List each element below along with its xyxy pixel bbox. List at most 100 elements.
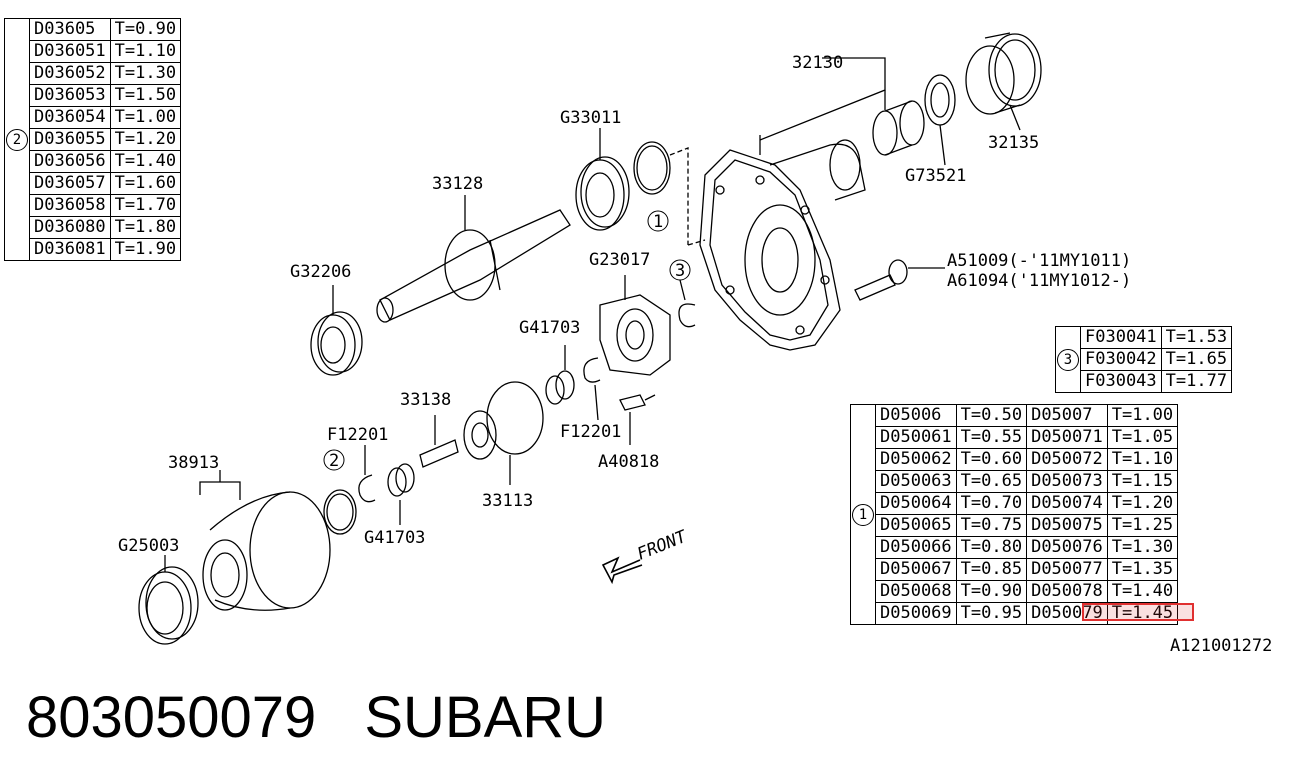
thickness-cell: T=1.20 xyxy=(109,128,182,151)
part-code-cell: D036081 xyxy=(29,238,111,261)
thickness-cell: T=1.40 xyxy=(109,150,182,173)
thickness-cell: T=1.90 xyxy=(109,238,182,261)
part-code-cell: D050065 xyxy=(875,514,957,537)
part-code-cell: D036055 xyxy=(29,128,111,151)
label-32130: 32130 xyxy=(792,53,843,73)
thickness-cell: T=1.35 xyxy=(1106,558,1179,581)
label-33113: 33113 xyxy=(482,491,533,511)
label-A61094: A61094('11MY1012-) xyxy=(947,271,1131,291)
part-number: 803050079 xyxy=(26,685,317,750)
thickness-cell: T=1.25 xyxy=(1106,514,1179,537)
part-code-cell: D05006 xyxy=(875,404,957,427)
thickness-cell: T=1.30 xyxy=(1106,536,1179,559)
part-code-cell: D036054 xyxy=(29,106,111,129)
part-G32206-bearing xyxy=(310,311,363,376)
part-G25003-seal xyxy=(138,566,199,645)
part-code-cell: D036056 xyxy=(29,150,111,173)
part-code-cell: D036051 xyxy=(29,40,111,63)
label-38913: 38913 xyxy=(168,453,219,473)
table-key: 1 xyxy=(850,404,876,625)
part-38913-differential xyxy=(202,491,331,611)
part-code-cell: F030042 xyxy=(1080,348,1162,371)
part-code-cell: D036057 xyxy=(29,172,111,195)
part-code-cell: D050077 xyxy=(1026,558,1108,581)
part-code-cell: D036052 xyxy=(29,62,111,85)
label-F12201-upper: F12201 xyxy=(327,425,388,445)
front-label: FRONT xyxy=(634,526,691,564)
thickness-cell: T=1.40 xyxy=(1106,580,1179,603)
part-code-cell: D050066 xyxy=(875,536,957,559)
callout-1: 1 xyxy=(653,212,663,232)
part-33128-shaft xyxy=(376,209,571,323)
label-A51009: A51009(-'11MY1011) xyxy=(947,251,1131,271)
thickness-cell: T=0.95 xyxy=(955,602,1028,625)
thickness-cell: T=1.10 xyxy=(109,40,182,63)
part-code-cell: D050064 xyxy=(875,492,957,515)
thickness-cell: T=1.00 xyxy=(1106,404,1179,427)
thickness-cell: T=0.55 xyxy=(955,426,1028,449)
label-A40818: A40818 xyxy=(598,452,659,472)
circled-number-icon: 2 xyxy=(6,128,28,151)
part-code-cell: D036053 xyxy=(29,84,111,107)
label-F12201-lower: F12201 xyxy=(560,422,621,442)
part-33113-gear xyxy=(463,381,544,460)
label-G33011: G33011 xyxy=(560,108,621,128)
thickness-cell: T=0.60 xyxy=(955,448,1028,471)
part-code-cell: F030043 xyxy=(1080,370,1162,393)
drawing-id: A121001272 xyxy=(1170,636,1273,656)
label-G23017: G23017 xyxy=(589,250,650,270)
part-bushing xyxy=(872,100,925,156)
thickness-cell: T=0.85 xyxy=(955,558,1028,581)
thickness-cell: T=0.75 xyxy=(955,514,1028,537)
thickness-cell: T=1.60 xyxy=(109,172,182,195)
thickness-cell: T=1.05 xyxy=(1106,426,1179,449)
label-G41703-upper: G41703 xyxy=(519,318,580,338)
part-code-cell: D050075 xyxy=(1026,514,1108,537)
part-code-cell: D050076 xyxy=(1026,536,1108,559)
part-code-cell: D050061 xyxy=(875,426,957,449)
highlight-box xyxy=(1082,603,1194,621)
part-code-cell: D036080 xyxy=(29,216,111,239)
thickness-cell: T=0.50 xyxy=(955,404,1028,427)
thickness-cell: T=0.90 xyxy=(955,580,1028,603)
label-G73521: G73521 xyxy=(905,166,966,186)
label-32135: 32135 xyxy=(988,133,1039,153)
part-code-cell: D050063 xyxy=(875,470,957,493)
part-code-cell: D03605 xyxy=(29,18,111,41)
thickness-cell: T=0.90 xyxy=(109,18,182,41)
label-G41703-lower: G41703 xyxy=(364,528,425,548)
part-G73521 xyxy=(924,74,956,126)
part-code-cell: F030041 xyxy=(1080,326,1162,349)
part-code-cell: D036058 xyxy=(29,194,111,217)
label-G32206: G32206 xyxy=(290,262,351,282)
thickness-cell: T=1.30 xyxy=(109,62,182,85)
table-key: 3 xyxy=(1055,326,1081,393)
part-A51009-bolt xyxy=(854,259,908,301)
circled-number-icon: 3 xyxy=(1057,348,1079,371)
thickness-cell: T=0.80 xyxy=(955,536,1028,559)
callout-2: 2 xyxy=(329,451,339,471)
part-32135 xyxy=(965,32,1042,115)
thickness-cell: T=1.10 xyxy=(1106,448,1179,471)
callout-3: 3 xyxy=(675,261,685,281)
thickness-cell: T=1.53 xyxy=(1160,326,1233,349)
part-code-cell: D050068 xyxy=(875,580,957,603)
front-arrow-icon xyxy=(601,556,643,585)
